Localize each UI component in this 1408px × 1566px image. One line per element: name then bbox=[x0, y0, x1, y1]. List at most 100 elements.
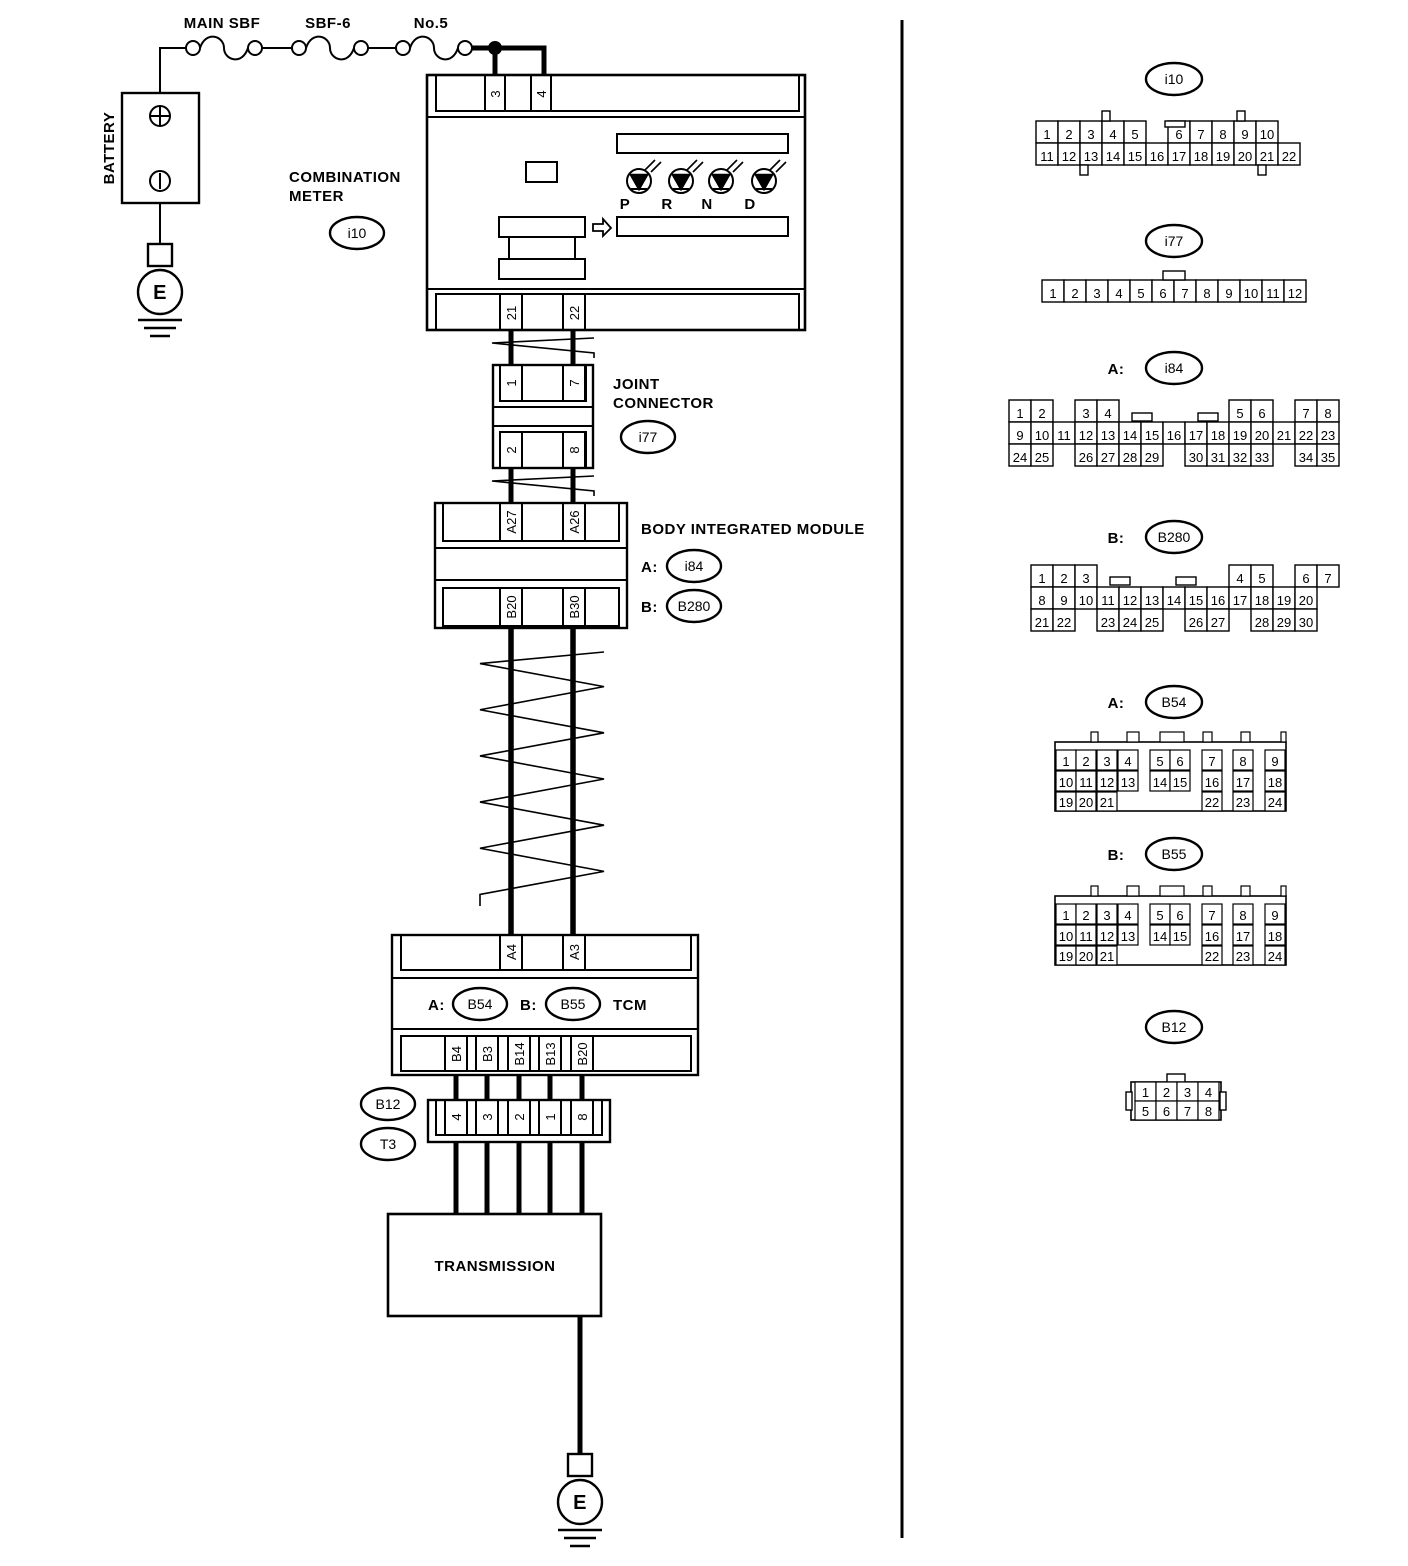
pin-cell bbox=[499, 502, 523, 542]
led-light-rays bbox=[686, 159, 704, 173]
connector-view-i10-cell bbox=[1277, 142, 1301, 166]
connector-view-b280-pin-7: 7 bbox=[1324, 571, 1331, 586]
connector-view-i10-pin-16: 16 bbox=[1150, 149, 1164, 164]
bim-pin-b20: B20 bbox=[504, 595, 519, 618]
connector-view-b280-pin-27: 27 bbox=[1211, 615, 1225, 630]
transmission-ground-circle bbox=[556, 1478, 604, 1526]
fuse-main-sbf-symbol bbox=[199, 35, 249, 61]
connector-view-b55-cell bbox=[1075, 903, 1097, 925]
connector-view-b280-pin-10: 10 bbox=[1079, 593, 1093, 608]
twisted-pair-symbol bbox=[491, 475, 595, 496]
connector-view-i10-key bbox=[1236, 110, 1246, 122]
connector-view-b55-tag: B55 bbox=[1162, 846, 1187, 862]
connector-view-b12-key bbox=[1125, 1091, 1133, 1111]
connector-view-b12-pin-4: 4 bbox=[1205, 1085, 1212, 1100]
connector-view-b280-pin-30: 30 bbox=[1299, 615, 1313, 630]
connector-view-b55-pin-22: 22 bbox=[1205, 949, 1219, 964]
pin-cell bbox=[507, 1035, 531, 1072]
battery-label: BATTERY bbox=[101, 112, 118, 185]
led-light-rays bbox=[769, 159, 787, 173]
meter-label-line2: METER bbox=[289, 188, 344, 205]
connector-view-b55-pin-4: 4 bbox=[1124, 908, 1131, 923]
bim-conn-b-tag-oval bbox=[665, 588, 723, 624]
connector-view-i84-pin-6: 6 bbox=[1258, 406, 1265, 421]
transmission-ground-label: E bbox=[573, 1492, 587, 1514]
tcm-pin-b4: B4 bbox=[449, 1046, 464, 1062]
bim-conn-b-tag: B280 bbox=[678, 598, 711, 614]
fuse-sbf6-symbol bbox=[305, 35, 355, 61]
connector-view-b55-pin-12: 12 bbox=[1100, 929, 1114, 944]
connector-view-b55-cell bbox=[1232, 924, 1254, 946]
connector-view-i10-pin-17: 17 bbox=[1172, 149, 1186, 164]
connector-view-b55-pin-24: 24 bbox=[1268, 949, 1282, 964]
connector-view-b54-cell bbox=[1169, 749, 1191, 771]
tcm-conn-a-tag: B54 bbox=[468, 996, 493, 1012]
connector-view-i84-pin-4: 4 bbox=[1104, 406, 1111, 421]
connector-view-b55-pin-6: 6 bbox=[1176, 908, 1183, 923]
connector-view-b54-pin-5: 5 bbox=[1156, 754, 1163, 769]
connector-view-i10-pin-3: 3 bbox=[1087, 127, 1094, 142]
joint-pin-8: 8 bbox=[567, 446, 582, 453]
connector-view-i84-cell bbox=[1030, 443, 1054, 467]
connector-view-b55-cell bbox=[1201, 924, 1223, 946]
bim-conn-a-tag-oval bbox=[665, 548, 723, 584]
transmission-ground-lug bbox=[566, 1452, 594, 1478]
connector-view-i84-pin-8: 8 bbox=[1324, 406, 1331, 421]
connector-view-i77-pin-2: 2 bbox=[1071, 286, 1078, 301]
connector-view-b55-pin-18: 18 bbox=[1268, 929, 1282, 944]
meter-pin-3: 3 bbox=[488, 90, 503, 97]
tcm-pin-a3: A3 bbox=[567, 944, 582, 960]
connector-view-b54-cell bbox=[1201, 749, 1223, 771]
fuse-main-sbf-label: MAIN SBF bbox=[184, 15, 261, 32]
connector-view-i77-key bbox=[1162, 270, 1186, 281]
connector-view-b54-cell bbox=[1232, 749, 1254, 771]
connector-view-i84-pin-19: 19 bbox=[1233, 428, 1247, 443]
connector-view-b54-pin-23: 23 bbox=[1236, 795, 1250, 810]
pin-cell bbox=[570, 1099, 594, 1136]
trans-conn-pin-2: 2 bbox=[512, 1113, 527, 1120]
connector-view-b55-pin-23: 23 bbox=[1236, 949, 1250, 964]
indicator-bus-bottom bbox=[616, 216, 789, 237]
connector-view-b54-pin-3: 3 bbox=[1103, 754, 1110, 769]
connector-view-b280-pin-25: 25 bbox=[1145, 615, 1159, 630]
connector-view-i84-pin-27: 27 bbox=[1101, 450, 1115, 465]
battery-ground-label: E bbox=[153, 282, 167, 304]
connector-view-b54-cell bbox=[1075, 770, 1097, 792]
connector-view-b280-tag-oval bbox=[1144, 519, 1204, 555]
connector-view-b55-key bbox=[1202, 885, 1213, 897]
connector-view-i10-pin-18: 18 bbox=[1194, 149, 1208, 164]
trans-conn-pin-4: 4 bbox=[449, 1113, 464, 1120]
connector-view-i84-pin-5: 5 bbox=[1236, 406, 1243, 421]
transmission-box bbox=[386, 1212, 603, 1318]
fuse-no5-label: No.5 bbox=[414, 15, 449, 32]
connector-view-i77-tag: i77 bbox=[1165, 233, 1184, 249]
meter-bottom-connector bbox=[435, 293, 800, 331]
tcm-pin-b3: B3 bbox=[480, 1046, 495, 1062]
connector-view-i77-tag-oval bbox=[1144, 223, 1204, 259]
connector-view-b55-pin-5: 5 bbox=[1156, 908, 1163, 923]
connector-view-i84-key bbox=[1131, 412, 1153, 422]
pin-cell bbox=[507, 1099, 531, 1136]
pin-cell bbox=[499, 934, 523, 971]
tcm-pin-a4: A4 bbox=[504, 944, 519, 960]
connector-view-i84-cell bbox=[1316, 443, 1340, 467]
pin-cell bbox=[484, 74, 506, 112]
connector-view-b55-prefix: B: bbox=[1108, 847, 1125, 864]
connector-view-b55-pin-9: 9 bbox=[1271, 908, 1278, 923]
connector-view-i10-tag-oval bbox=[1144, 61, 1204, 97]
pin-cell bbox=[475, 1035, 499, 1072]
connector-view-b55-cell bbox=[1096, 945, 1118, 966]
fuse-no5-symbol bbox=[409, 35, 459, 61]
connector-view-i77-pin-3: 3 bbox=[1093, 286, 1100, 301]
led-diode bbox=[753, 173, 775, 192]
meter-label-line1: COMBINATION bbox=[289, 169, 401, 186]
connector-view-b54-cell bbox=[1264, 770, 1286, 792]
connector-view-b55-cell bbox=[1201, 945, 1223, 966]
connector-view-b280-pin-6: 6 bbox=[1302, 571, 1309, 586]
pin-cell bbox=[499, 587, 523, 627]
connector-view-i10-pin-9: 9 bbox=[1241, 127, 1248, 142]
connector-view-i10-key bbox=[1257, 164, 1267, 176]
connector-view-b54-pin-18: 18 bbox=[1268, 775, 1282, 790]
connector-view-b55-pin-1: 1 bbox=[1062, 908, 1069, 923]
